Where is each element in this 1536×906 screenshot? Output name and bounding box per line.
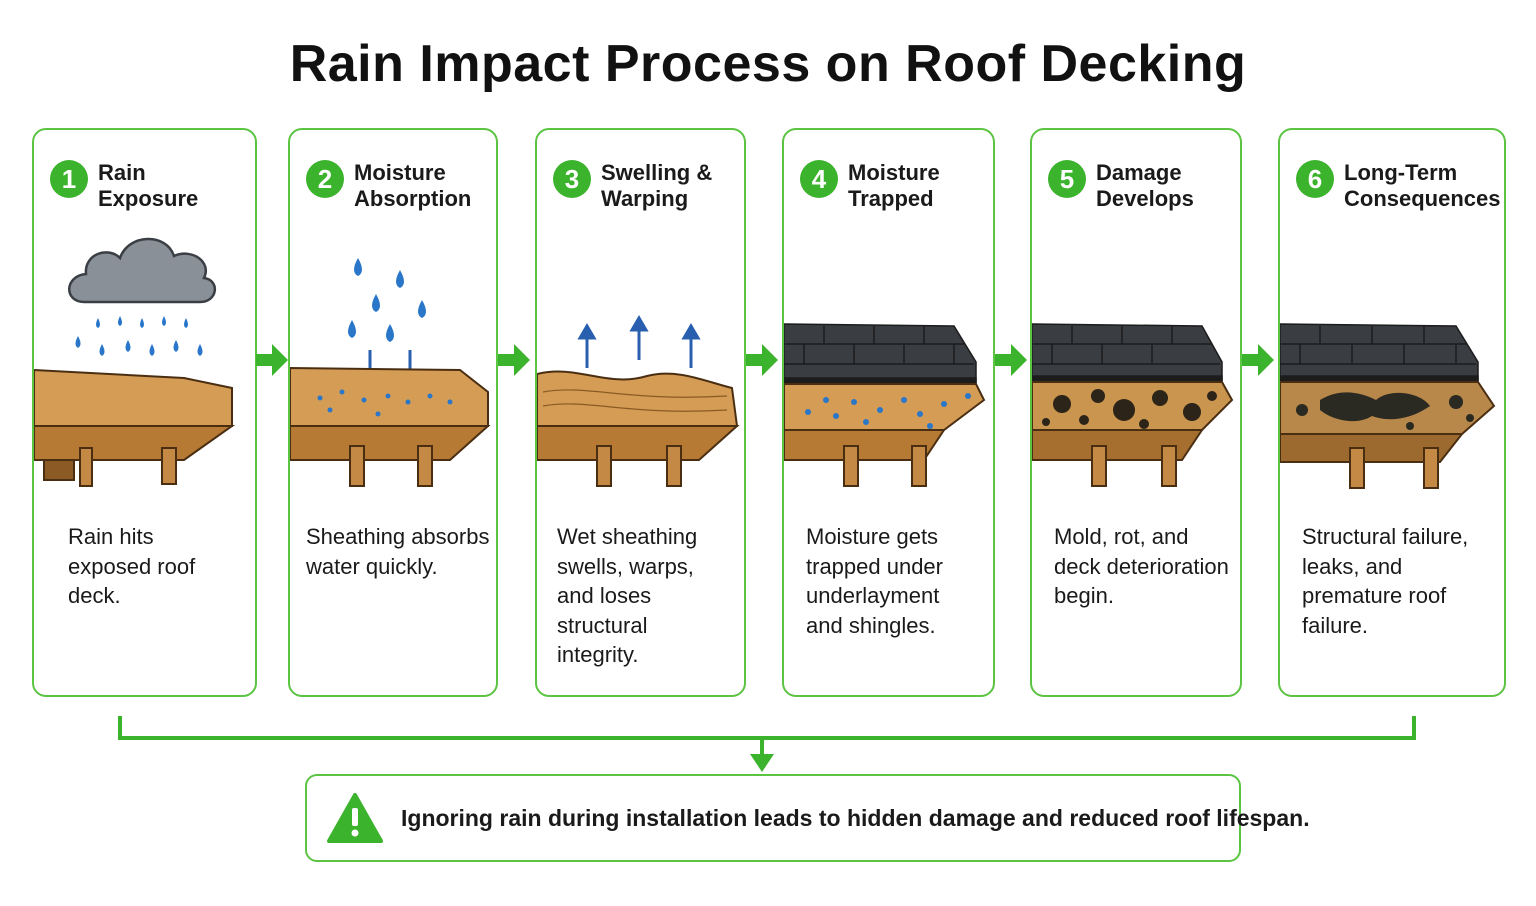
up-arrows-icon <box>537 315 740 487</box>
step-card-5: 5 Damage Develops Mold, rot, and deck de… <box>1030 128 1242 697</box>
step-description: Structural failure, leaks, and premature… <box>1302 524 1469 638</box>
step-heading: Damage Develops <box>1096 160 1194 211</box>
step-number-badge: 6 <box>1296 160 1334 198</box>
step-number-badge: 1 <box>50 160 88 198</box>
arrow-right-icon <box>256 344 288 376</box>
warning-icon <box>327 793 383 843</box>
step-heading: Rain Exposure <box>98 160 199 211</box>
banner-text: Ignoring rain during installation leads … <box>401 805 1310 831</box>
arrow-right-icon <box>498 344 530 376</box>
step-number-badge: 2 <box>306 160 344 198</box>
step-card-4: 4 Moisture Trapped Moisture gets trapped… <box>782 128 995 697</box>
step-heading: Swelling & Warping <box>601 160 713 211</box>
step-number-badge: 3 <box>553 160 591 198</box>
step-description: Wet sheathing swells, warps, and loses s… <box>557 524 698 667</box>
rain-cloud-icon <box>34 237 236 487</box>
arrow-right-icon <box>1242 344 1274 376</box>
step-number-badge: 5 <box>1048 160 1086 198</box>
step-card-3: 3 Swelling & Warping Wet sheathing swell… <box>535 128 746 697</box>
step-heading: Long-Term Consequences <box>1344 160 1501 211</box>
step-description: Moisture gets trapped under underlayment… <box>806 524 943 638</box>
rot-damage-icon <box>1280 323 1496 489</box>
arrow-right-icon <box>995 344 1027 376</box>
step-card-6: 6 Long-Term Consequences Structural fail… <box>1278 128 1506 697</box>
step-heading: Moisture Trapped <box>848 160 940 211</box>
step-description: Sheathing absorbs water quickly. <box>306 524 490 579</box>
bracket-connector <box>118 716 1416 772</box>
step-card-1: 1 Rain Exposure Rain hits exposed roof d… <box>32 128 257 697</box>
shingles-icon <box>784 323 986 487</box>
page-title: Rain Impact Process on Roof Decking <box>289 35 1247 93</box>
step-card-2: 2 Moisture Absorption Sheathing absorbs … <box>288 128 498 697</box>
step-heading: Moisture Absorption <box>354 160 472 211</box>
arrow-right-icon <box>746 344 778 376</box>
warning-banner: Ignoring rain during installation leads … <box>305 774 1310 862</box>
step-number-badge: 4 <box>800 160 838 198</box>
mold-spots-icon <box>1032 323 1234 487</box>
step-description: Rain hits exposed roof deck. <box>68 524 196 608</box>
water-drops-icon <box>290 258 491 487</box>
step-description: Mold, rot, and deck deterioration begin. <box>1054 524 1229 608</box>
